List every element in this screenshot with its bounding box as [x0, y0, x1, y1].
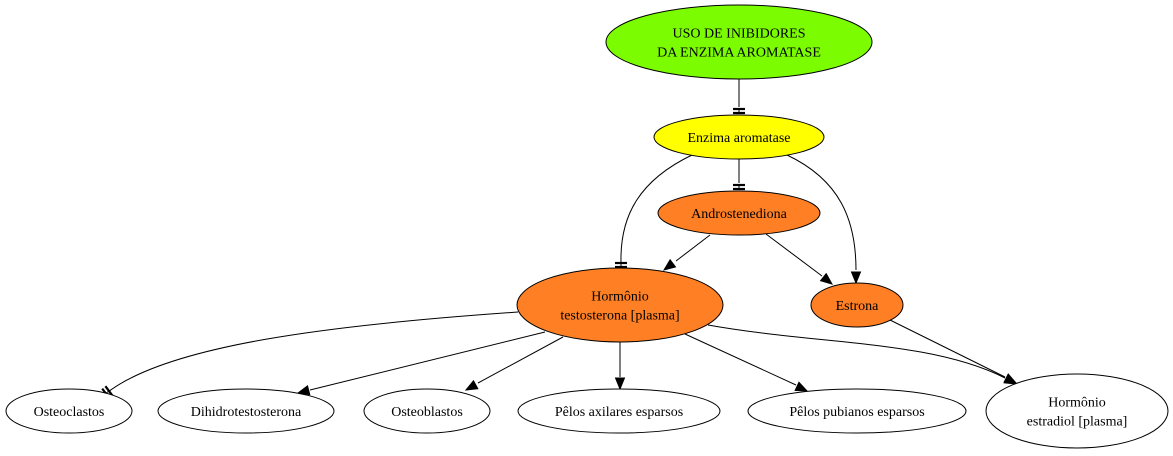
edge-testosterona-to-osteoblastos [464, 336, 564, 391]
arrowhead [464, 379, 479, 391]
arrowhead [1003, 373, 1018, 385]
node-estrona[interactable]: Estrona [810, 282, 904, 328]
node-label: Hormônio [591, 290, 649, 305]
node-ellipse [516, 267, 724, 343]
edge-testosterona-to-pelos_axilares [614, 342, 626, 391]
node-ellipse [5, 388, 133, 434]
edge-aromatase-to-testosterona [615, 154, 693, 269]
node-ellipse [653, 114, 825, 160]
node-ellipse [517, 388, 721, 434]
node-label: USO DE INIBIDORES [673, 27, 806, 42]
edge-estrona-to-estradiol [889, 319, 1018, 384]
node-dihidrotestosterona[interactable]: Dihidrotestosterona [157, 388, 335, 434]
node-label: Hormônio [1048, 396, 1106, 411]
edge-line [684, 333, 797, 386]
node-label: Androstenediona [691, 207, 787, 222]
node-ellipse [657, 190, 821, 236]
node-testosterona[interactable]: Hormônio testosterona [plasma] [516, 267, 724, 343]
arrowhead [614, 377, 626, 391]
edge-line [786, 154, 857, 271]
node-label: DA ENZIMA AROMATASE [657, 46, 821, 61]
node-osteoclastos[interactable]: Osteoclastos [5, 388, 133, 434]
node-label: testosterona [plasma] [560, 309, 679, 324]
node-inibidores[interactable]: USO DE INIBIDORES DA ENZIMA AROMATASE [605, 4, 873, 80]
edge-testosterona-to-pelos_pubianos [684, 333, 809, 392]
edge-aromatase-to-estrona [786, 154, 862, 285]
edges-layer [101, 79, 1018, 399]
node-osteoblastos[interactable]: Osteoblastos [363, 388, 491, 434]
edge-line [765, 233, 823, 277]
edge-line [675, 234, 711, 262]
edge-testosterona-to-estradiol [707, 324, 1018, 385]
node-label: Osteoclastos [34, 405, 105, 420]
edge-line [309, 331, 546, 391]
edge-line [707, 324, 1006, 379]
node-label: Pêlos axilares esparsos [555, 405, 683, 420]
node-label: Pêlos pubianos esparsos [789, 405, 924, 420]
edge-androstenediona-to-testosterona [662, 234, 711, 271]
edge-aromatase-to-androstenediona [733, 159, 745, 191]
edge-line [889, 319, 1006, 378]
node-ellipse [363, 388, 491, 434]
node-label: Estrona [836, 299, 880, 314]
nodes-layer: USO DE INIBIDORES DA ENZIMA AROMATASE Enzi… [5, 4, 1169, 449]
node-pelos-axilares[interactable]: Pêlos axilares esparsos [517, 388, 721, 434]
arrowhead [794, 381, 809, 392]
arrowhead [819, 272, 834, 285]
edge-testosterona-to-osteoclastos [101, 311, 519, 399]
arrowhead [662, 258, 677, 271]
node-ellipse [157, 388, 335, 434]
edge-line [107, 311, 519, 393]
edge-line [620, 154, 693, 263]
edge-testosterona-to-dihidrotestosterona [296, 331, 546, 396]
edge-inibidores-to-aromatase [733, 79, 745, 115]
edge-androstenediona-to-estrona [765, 233, 834, 285]
arrowhead [850, 271, 862, 285]
node-ellipse [747, 388, 967, 434]
node-label: Enzima aromatase [687, 131, 790, 146]
arrowhead [296, 385, 311, 396]
node-label: Osteoblastos [391, 405, 463, 420]
node-androstenediona[interactable]: Androstenediona [657, 190, 821, 236]
node-aromatase[interactable]: Enzima aromatase [653, 114, 825, 160]
node-estradiol[interactable]: Hormônio estradiol [plasma] [985, 373, 1169, 449]
node-label: Dihidrotestosterona [191, 405, 302, 420]
node-ellipse [985, 373, 1169, 449]
node-pelos-pubianos[interactable]: Pêlos pubianos esparsos [747, 388, 967, 434]
node-ellipse [605, 4, 873, 80]
edge-line [477, 336, 564, 384]
node-label: estradiol [plasma] [1027, 415, 1128, 430]
node-ellipse [810, 282, 904, 328]
